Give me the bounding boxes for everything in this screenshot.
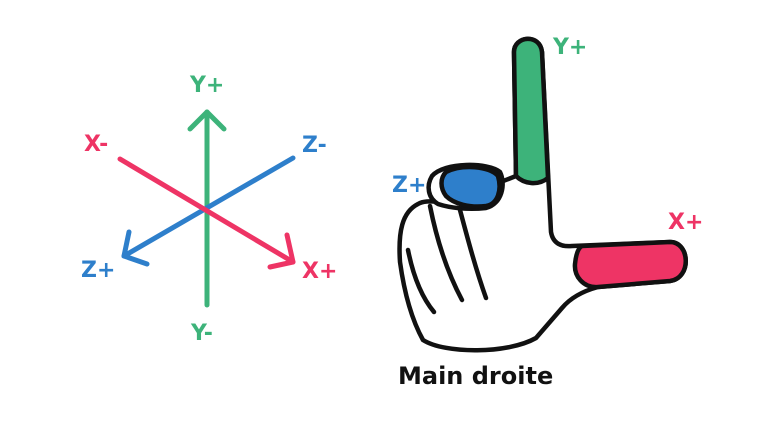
curled-finger-1 bbox=[427, 203, 465, 303]
hand-label-z-plus: Z+ bbox=[392, 173, 426, 198]
label-y-plus: Y+ bbox=[189, 73, 224, 98]
label-x-minus: X- bbox=[84, 132, 108, 157]
hand-label-y-plus: Y+ bbox=[552, 35, 587, 60]
z-axis-arrowhead bbox=[121, 229, 150, 267]
index-finger-tip bbox=[511, 36, 551, 186]
middle-finger-nail bbox=[439, 164, 502, 209]
thumb-pad bbox=[572, 239, 688, 290]
curled-finger-2 bbox=[457, 207, 489, 301]
x-axis-line bbox=[117, 156, 296, 265]
y-axis-arrowhead bbox=[187, 109, 227, 132]
z-axis-line bbox=[121, 155, 296, 259]
label-z-plus: Z+ bbox=[81, 258, 115, 283]
label-z-minus: Z- bbox=[302, 133, 327, 158]
label-x-plus: X+ bbox=[302, 259, 337, 284]
hand-caption: Main droite bbox=[398, 362, 553, 390]
axes-figure bbox=[117, 109, 296, 308]
curled-finger-3 bbox=[405, 247, 437, 315]
hand-label-x-plus: X+ bbox=[668, 210, 703, 235]
x-axis-arrowhead bbox=[267, 232, 296, 270]
label-y-minus: Y- bbox=[190, 321, 213, 346]
right-hand-rule-icon bbox=[397, 36, 688, 353]
